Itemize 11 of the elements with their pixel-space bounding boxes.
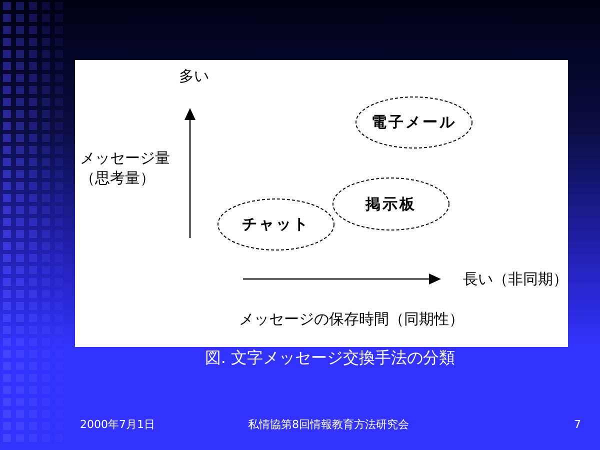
method-label: チャット bbox=[242, 215, 310, 234]
date-text: 2000年7月1日 bbox=[80, 418, 155, 432]
axis-label: 多い bbox=[179, 66, 209, 86]
page-number: 7 bbox=[574, 418, 581, 432]
axis-title: メッセージ量（思考量） bbox=[80, 148, 171, 188]
figure-caption: 図. 文字メッセージ交換手法の分類 bbox=[204, 348, 456, 368]
axis-label: 長い（非同期） bbox=[463, 269, 568, 289]
event-name: 私情協第8回情報教育方法研究会 bbox=[248, 418, 409, 432]
axis-title: メッセージの保存時間（同期性） bbox=[239, 309, 464, 329]
method-label: 掲示板 bbox=[366, 194, 416, 214]
method-label: 電子メール bbox=[372, 113, 456, 132]
